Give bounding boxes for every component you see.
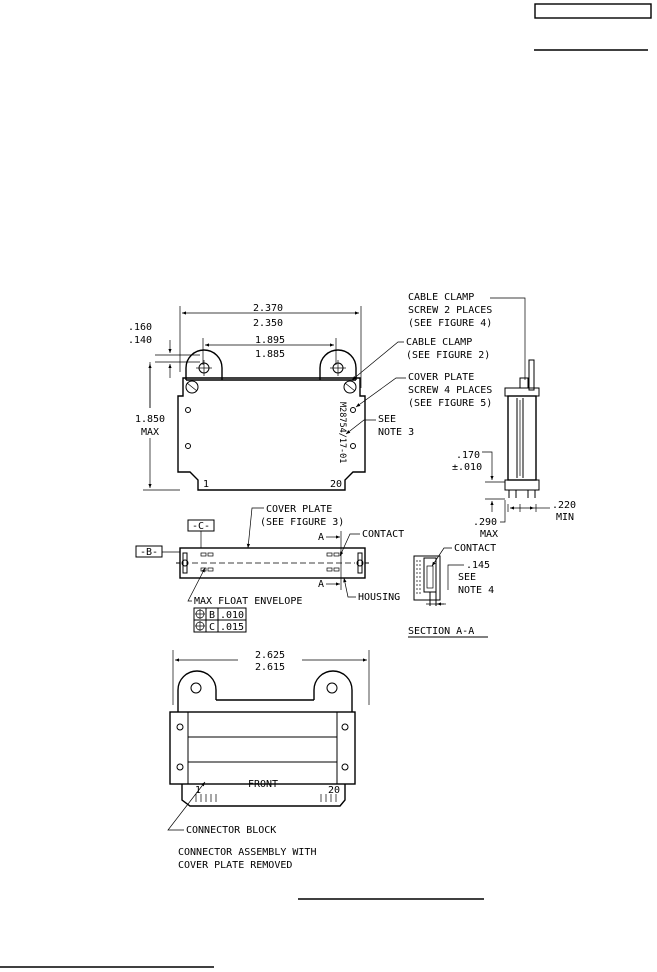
dim-section-145: .145 (466, 560, 490, 571)
dim-bottom-width-max: 2.625 (255, 650, 285, 661)
section-a-bottom-label: A (318, 579, 324, 590)
svg-text:SCREW 2 PLACES: SCREW 2 PLACES (408, 305, 492, 316)
assembly-pin-last: 20 (328, 785, 340, 796)
datum-c-label: -C- (192, 521, 210, 532)
section-a-top-label: A (318, 532, 324, 543)
cover-screw-4 (350, 443, 356, 449)
callout-cover-plate-line1: COVER PLATE (266, 504, 332, 515)
svg-text:SEE: SEE (378, 414, 396, 425)
callout-connector-block: CONNECTOR BLOCK (186, 825, 276, 836)
tolerance-datum-b: B (209, 610, 215, 621)
dim-side-290: .290 (473, 517, 497, 528)
connector-body-outline (177, 377, 366, 491)
svg-text:CABLE CLAMP: CABLE CLAMP (408, 292, 474, 303)
tolerance-frame: B .010 C .015 (193, 607, 247, 633)
callout-see-note-3: SEE NOTE 3 (345, 414, 414, 438)
dim-side-max: MAX (480, 529, 498, 540)
cover-screw-2 (185, 443, 191, 449)
section-see-note-4-line1: SEE (458, 572, 476, 583)
svg-text:COVER PLATE: COVER PLATE (408, 372, 474, 383)
cover-screw-1 (185, 407, 191, 413)
dim-height-max: MAX (141, 427, 159, 438)
assembly-caption-line2: COVER PLATE REMOVED (178, 860, 292, 871)
callout-cover-plate-screw: COVER PLATE SCREW 4 PLACES (SEE FIGURE 5… (355, 372, 492, 409)
datum-b-label: -B- (140, 547, 158, 558)
dim-hole-span-max: 1.895 (255, 335, 285, 346)
pin-first-label: 1 (203, 479, 209, 490)
section-a-a: CONTACT .145 SEE NOTE 4 SECTION A-A (408, 543, 496, 638)
cable-clamp-ear-right (319, 349, 357, 380)
dim-tab-max: .160 (128, 322, 152, 333)
assembly-body (169, 711, 356, 785)
section-title: SECTION A-A (408, 626, 474, 637)
callout-cover-plate-line2: (SEE FIGURE 3) (260, 517, 344, 528)
section-contact-label: CONTACT (454, 543, 496, 554)
tolerance-datum-c: C (209, 622, 215, 633)
cable-clamp-ear-left (185, 349, 223, 380)
dim-hole-span-min: 1.885 (255, 349, 285, 360)
assembly-caption-line1: CONNECTOR ASSEMBLY WITH (178, 847, 316, 858)
svg-text:NOTE 3: NOTE 3 (378, 427, 414, 438)
front-label: FRONT (248, 779, 278, 790)
dim-top-width-min: 2.350 (253, 318, 283, 329)
dim-height-value: 1.850 (135, 414, 165, 425)
pin-row (195, 794, 337, 802)
side-view: .170 ±.010 .220 MIN .290 MAX (452, 359, 576, 540)
dim-side-220: .220 (552, 500, 576, 511)
dim-bottom-width-min: 2.615 (255, 662, 285, 673)
dim-side-170: .170 (456, 450, 480, 461)
tolerance-value-b: .010 (220, 610, 244, 621)
clamp-screw-left (185, 380, 199, 394)
callout-cable-clamp-screw: CABLE CLAMP SCREW 2 PLACES (SEE FIGURE 4… (408, 292, 526, 380)
dim-side-010: ±.010 (452, 462, 482, 473)
dim-tab-min: .140 (128, 335, 152, 346)
callout-contact: CONTACT (362, 529, 404, 540)
callout-housing: HOUSING (358, 592, 400, 603)
svg-text:(SEE FIGURE 2): (SEE FIGURE 2) (406, 350, 490, 361)
title-block-box (534, 3, 652, 19)
callout-max-float: MAX FLOAT ENVELOPE (194, 596, 302, 607)
part-number: M28754/17-01 (337, 402, 347, 463)
assembly-view: 2.625 2.615 FRONT 1 20 (167, 648, 370, 871)
callout-cable-clamp: CABLE CLAMP (SEE FIGURE 2) (351, 337, 490, 381)
tolerance-value-c: .015 (220, 622, 244, 633)
dim-side-min: MIN (556, 512, 574, 523)
clamp-screw-right (343, 380, 357, 394)
svg-text:CABLE CLAMP: CABLE CLAMP (406, 337, 472, 348)
dim-top-width-max: 2.370 (253, 303, 283, 314)
top-view: 2.370 2.350 1.895 1.885 .160 .140 1.850 … (128, 303, 366, 491)
svg-text:(SEE FIGURE 4): (SEE FIGURE 4) (408, 318, 492, 329)
svg-text:SCREW 4 PLACES: SCREW 4 PLACES (408, 385, 492, 396)
front-view: -C- -B- A A COVER PLATE (SEE FIGURE 3) (135, 504, 404, 633)
datum-b-box (135, 545, 163, 558)
svg-text:(SEE FIGURE 5): (SEE FIGURE 5) (408, 398, 492, 409)
section-see-note-4-line2: NOTE 4 (458, 585, 494, 596)
cover-screw-3 (350, 407, 356, 413)
pin-last-label: 20 (330, 479, 342, 490)
